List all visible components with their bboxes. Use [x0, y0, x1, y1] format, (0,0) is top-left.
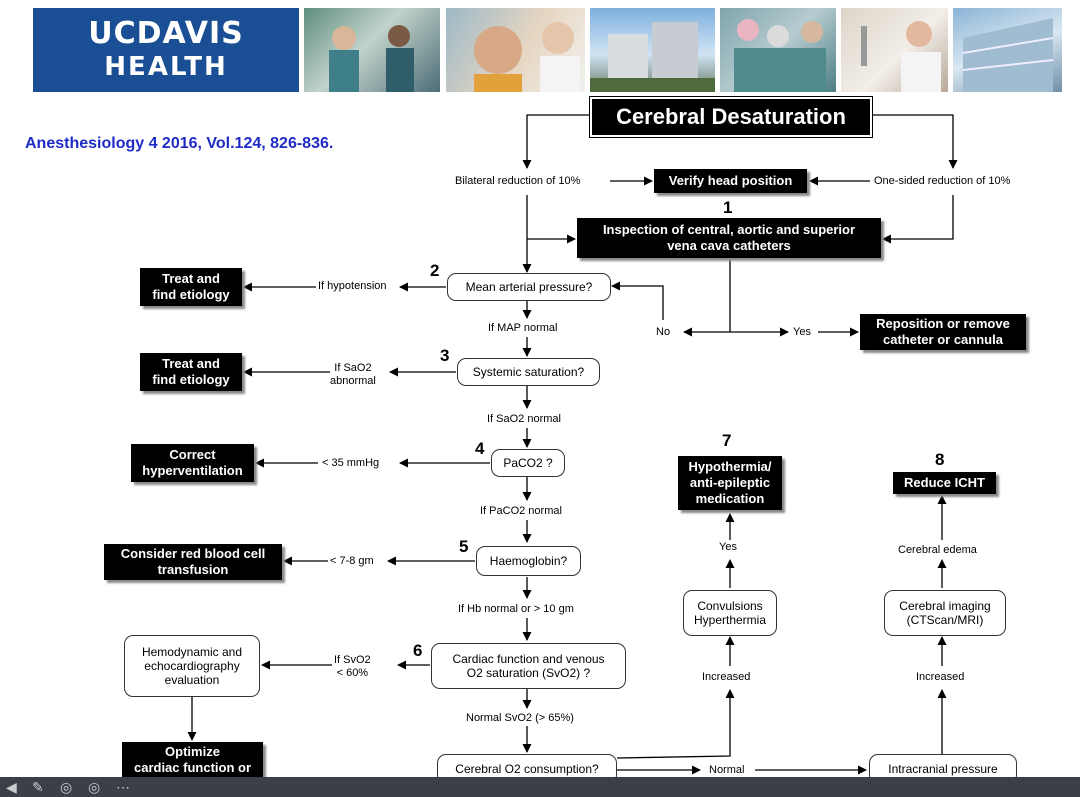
label-if-paco2-normal: If PaCO2 normal — [480, 505, 562, 517]
box-hemodynamic-evaluation: Hemodynamic and echocardiography evaluat… — [124, 635, 260, 697]
box-mean-arterial-pressure: Mean arterial pressure? — [447, 273, 611, 301]
logo-line1: UCDAVIS — [88, 16, 244, 51]
label-normal: Normal — [709, 764, 745, 776]
label-increased-2: Increased — [916, 671, 965, 683]
presentation-toolbar: ◀ ✎ ◎ ◎ ⋯ — [0, 777, 1080, 797]
step-number-7: 7 — [722, 431, 732, 450]
header-photo-surgeons — [304, 8, 440, 92]
label-if-hb-normal: If Hb normal or > 10 gm — [458, 603, 574, 615]
box-treat-etiology-2: Treat and find etiology — [140, 353, 242, 391]
label-lt-35-mmhg: < 35 mmHg — [322, 457, 380, 469]
header-photo-boy-doctor — [446, 8, 585, 92]
label-svo2-lt-60: If SvO2 < 60% — [334, 654, 371, 679]
header-photo-lab — [841, 8, 948, 92]
more-icon[interactable]: ⋯ — [116, 779, 130, 795]
box-reduce-icht: Reduce ICHT — [893, 472, 996, 494]
header-photo-building — [953, 8, 1062, 92]
label-sao2-abnormal: If SaO2 abnormal — [330, 362, 376, 387]
step-number-6: 6 — [413, 641, 423, 660]
box-inspection-catheters: Inspection of central, aortic and superi… — [577, 218, 881, 258]
ucdavis-health-logo: UCDAVIS HEALTH — [33, 8, 299, 92]
label-if-hypotension: If hypotension — [318, 280, 387, 292]
box-verify-head-position: Verify head position — [654, 169, 807, 193]
label-if-map-normal: If MAP normal — [488, 322, 558, 334]
box-convulsions-hyperthermia: Convulsions Hyperthermia — [683, 590, 777, 636]
step-number-5: 5 — [459, 537, 469, 556]
arrow-no-map — [611, 281, 664, 320]
zoom-icon[interactable]: ◎ — [60, 779, 73, 795]
step-number-4: 4 — [475, 439, 485, 458]
box-hypothermia-medication: Hypothermia/ anti-epileptic medication — [678, 456, 782, 510]
box-paco2: PaCO2 ? — [491, 449, 565, 477]
arrow-o2-increased — [616, 689, 735, 759]
label-normal-svo2: Normal SvO2 (> 65%) — [466, 712, 574, 724]
box-consider-rbc-transfusion: Consider red blood cell transfusion — [104, 544, 282, 580]
box-treat-etiology-1: Treat and find etiology — [140, 268, 242, 306]
box-haemoglobin: Haemoglobin? — [476, 546, 581, 576]
label-increased-1: Increased — [702, 671, 751, 683]
label-cerebral-edema: Cerebral edema — [898, 544, 977, 556]
step-number-2: 2 — [430, 261, 440, 280]
label-bilateral: Bilateral reduction of 10% — [455, 175, 581, 187]
box-cardiac-function: Cardiac function and venous O2 saturatio… — [431, 643, 626, 689]
label-no: No — [656, 326, 671, 338]
step-number-1: 1 — [723, 198, 733, 217]
label-sao2-normal: If SaO2 normal — [487, 413, 561, 425]
logo-line2: HEALTH — [104, 52, 228, 82]
arrow-to-inspection-right — [882, 195, 954, 244]
pen-icon[interactable]: ✎ — [32, 779, 44, 795]
label-yes-7: Yes — [719, 541, 737, 553]
pointer-icon[interactable]: ◀ — [6, 779, 17, 795]
step-number-3: 3 — [440, 346, 450, 365]
box-systemic-saturation: Systemic saturation? — [457, 358, 600, 386]
label-lt-7-8-gm: < 7-8 gm — [330, 555, 374, 567]
step-number-8: 8 — [935, 450, 945, 469]
arrow-title-onesided — [868, 114, 958, 169]
menu-icon[interactable]: ◎ — [88, 779, 101, 795]
arrow-title-bilateral — [522, 114, 590, 169]
box-reposition-catheter: Reposition or remove catheter or cannula — [860, 314, 1026, 350]
box-cerebral-imaging: Cerebral imaging (CTScan/MRI) — [884, 590, 1006, 636]
header-photo-nurses — [720, 8, 836, 92]
title-cerebral-desaturation: Cerebral Desaturation — [590, 97, 872, 137]
box-correct-hyperventilation: Correct hyperventilation — [131, 444, 254, 482]
label-one-sided: One-sided reduction of 10% — [874, 175, 1011, 187]
label-yes: Yes — [793, 326, 811, 338]
header-photo-hospital — [590, 8, 715, 92]
citation: Anesthesiology 4 2016, Vol.124, 826-836. — [25, 135, 334, 152]
